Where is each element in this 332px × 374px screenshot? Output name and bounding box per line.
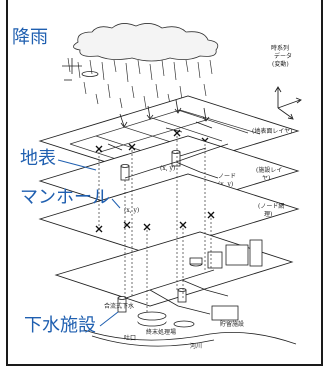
node-label-2: (x, y) bbox=[218, 181, 233, 188]
time-axes bbox=[274, 86, 302, 120]
time-series-label-3: (変動) bbox=[272, 60, 289, 68]
xy-label-1: (x, y) bbox=[160, 165, 175, 172]
vertical-connectors bbox=[98, 136, 212, 312]
node-layer bbox=[38, 173, 300, 255]
treatment-label: 終末処理場 bbox=[146, 328, 176, 336]
storage-label: 貯留施設 bbox=[220, 320, 244, 328]
time-series-label-2: データ bbox=[274, 52, 292, 60]
manhole-tag: マンホール bbox=[20, 187, 110, 208]
ground-tag: 地表 bbox=[20, 148, 56, 169]
xy-label-2: (x, y) bbox=[124, 207, 139, 214]
combined-sewer-label: 合流式下水 bbox=[104, 302, 134, 310]
rain-cloud bbox=[73, 23, 219, 62]
river-label: 河川 bbox=[190, 342, 202, 350]
facility-features bbox=[120, 143, 229, 181]
sewer-structures bbox=[117, 239, 263, 328]
node-net-label-2: 理) bbox=[264, 211, 272, 218]
facility-layer-label-2: ヤ) bbox=[262, 175, 270, 182]
rain-tag: 降雨 bbox=[12, 27, 48, 48]
surface-layer-label: (地表面レイヤ) bbox=[252, 127, 293, 135]
rain-gauge-symbols bbox=[62, 58, 99, 81]
river bbox=[83, 329, 297, 347]
sewer-tag: 下水施設 bbox=[24, 315, 96, 336]
node-markers bbox=[95, 211, 215, 233]
node-net-label-1: (ノード網 bbox=[258, 202, 284, 210]
outlet-label: 吐口 bbox=[124, 334, 136, 342]
figure-frame bbox=[6, 0, 323, 366]
time-series-label-1: 時系列 bbox=[271, 44, 289, 52]
rain-streaks bbox=[67, 57, 213, 109]
surface-nodes bbox=[95, 129, 209, 153]
node-label-1: ノード bbox=[218, 173, 236, 180]
facility-layer-label-1: (施設レイ bbox=[256, 166, 282, 174]
